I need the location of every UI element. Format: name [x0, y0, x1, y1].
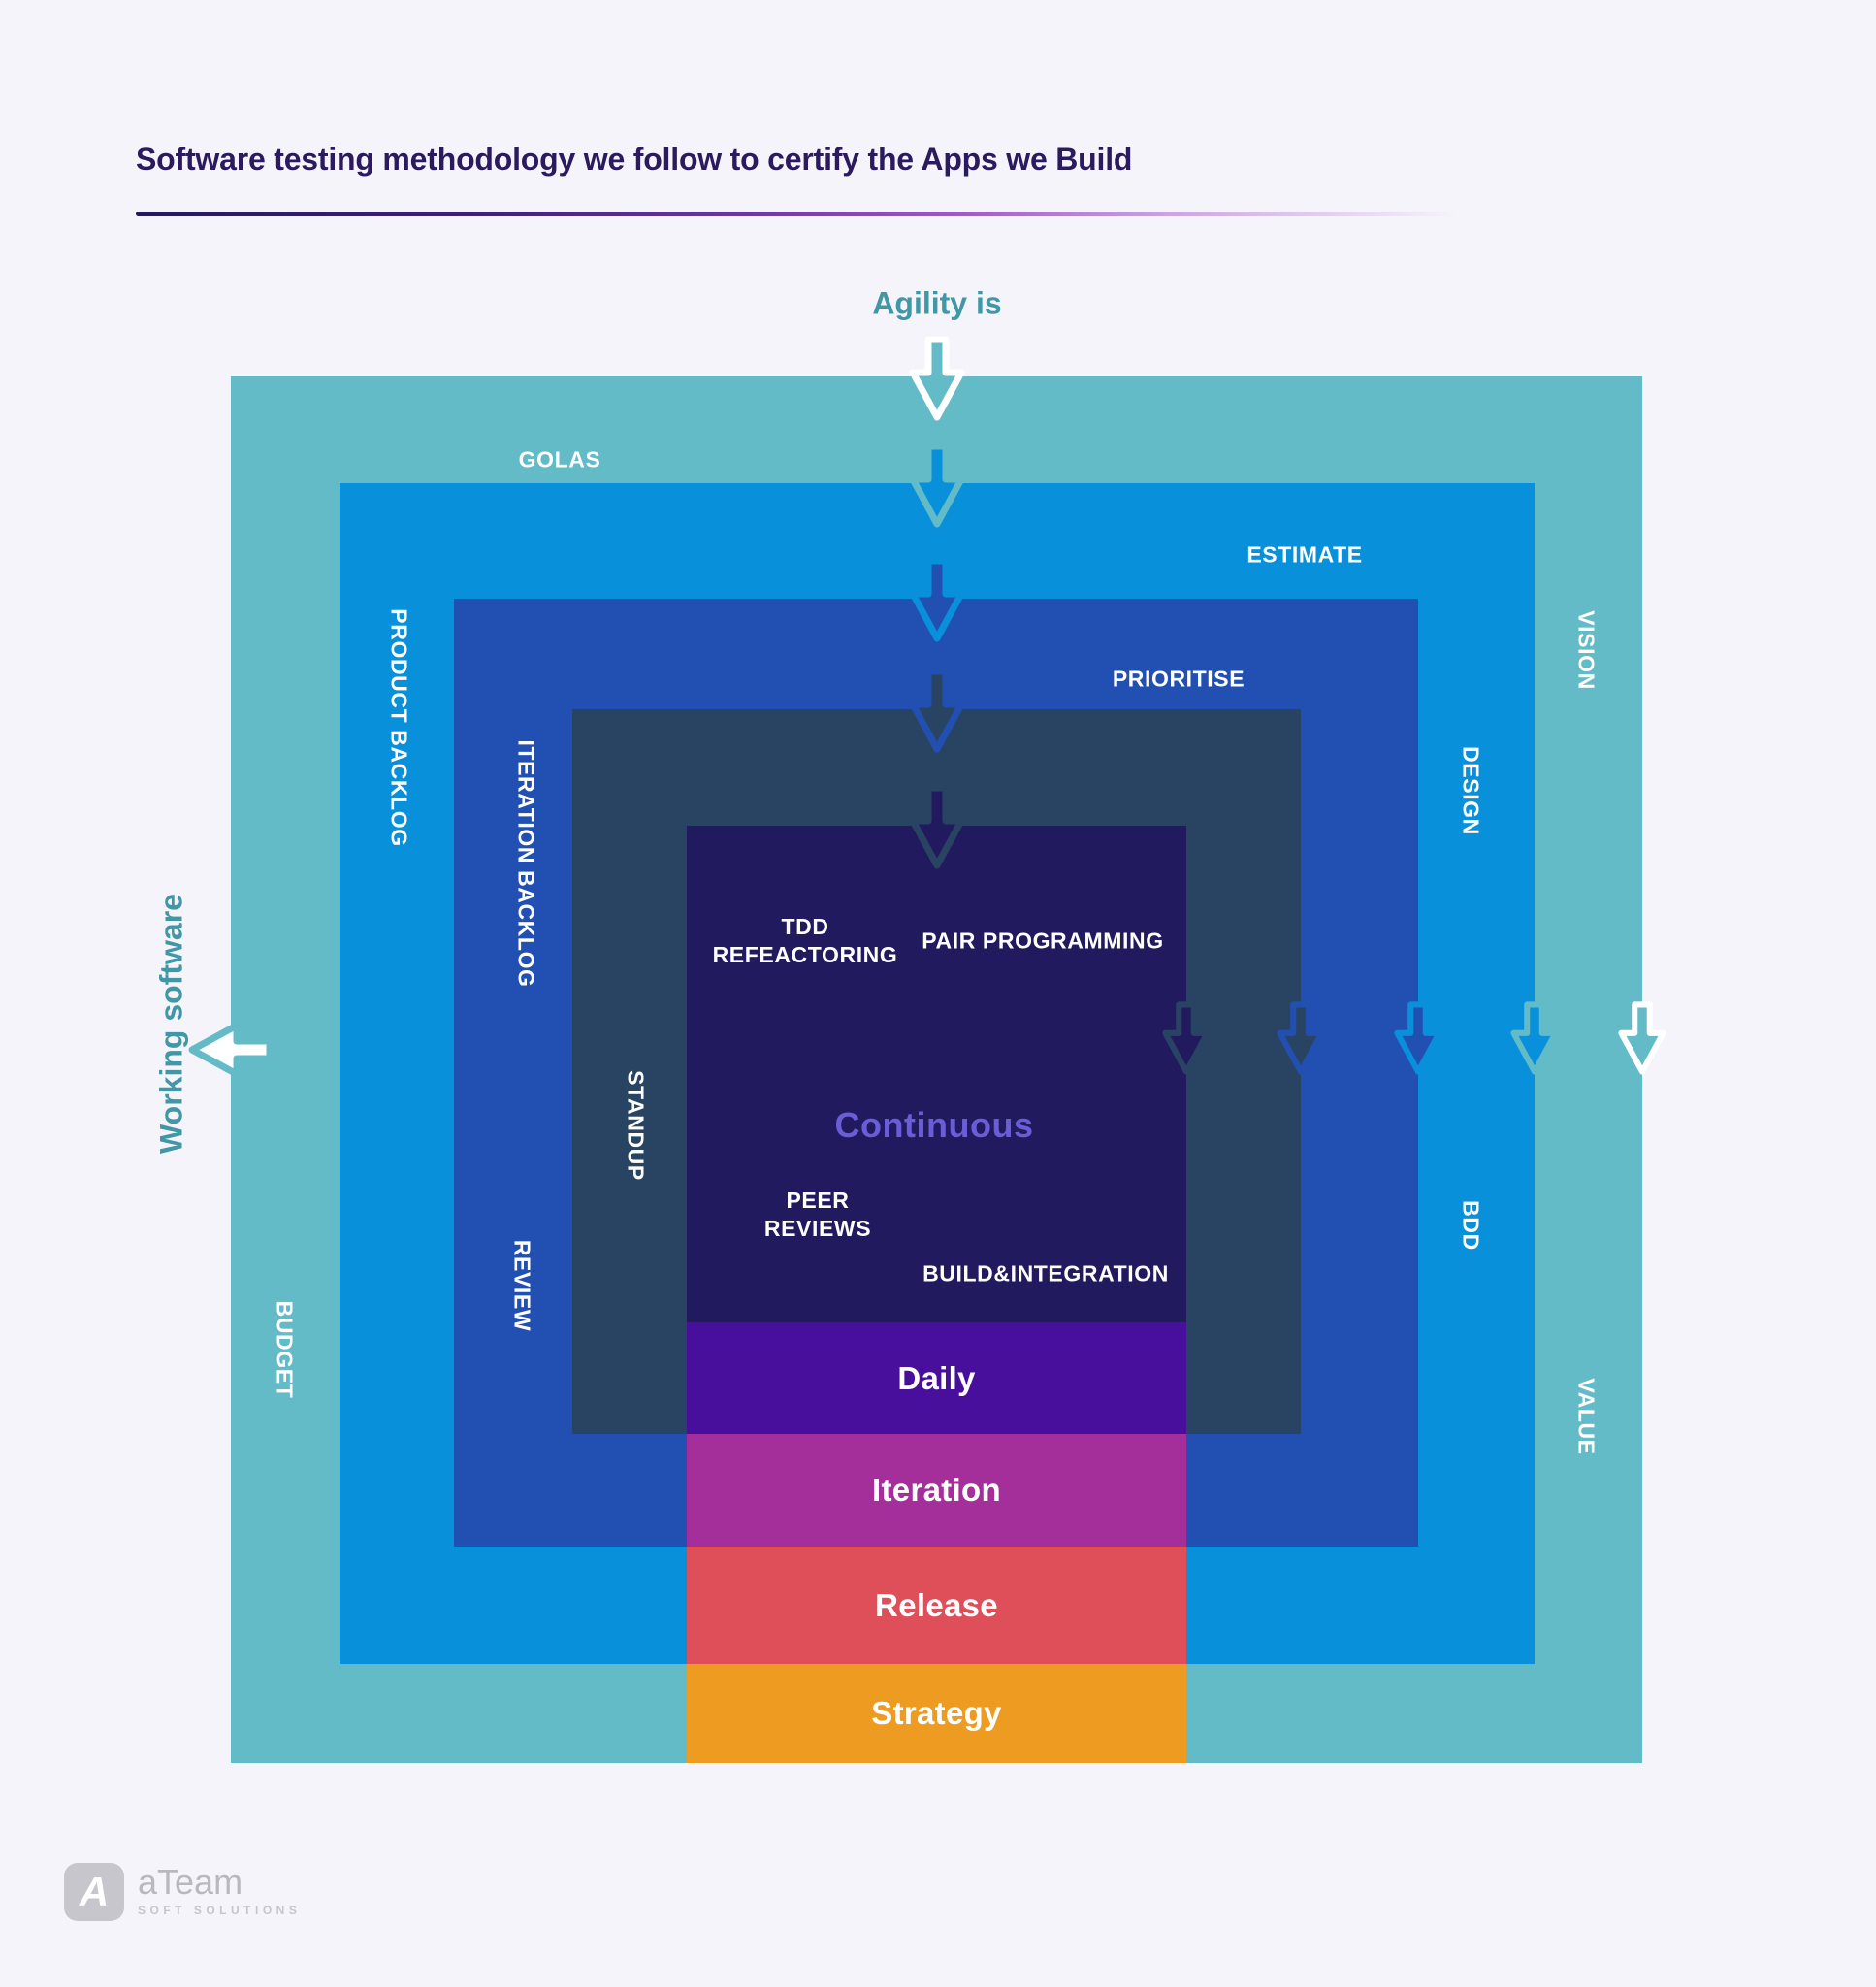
arrow-down-right-blue-icon: [1510, 1001, 1559, 1075]
label-prioritise: PRIORITISE: [1112, 666, 1245, 692]
logo-name: aTeam: [138, 1862, 243, 1902]
label-design: DESIGN: [1458, 746, 1484, 835]
arrow-down-into-continuous-icon: [909, 784, 965, 869]
arrow-down-into-prioritise-icon: [909, 557, 965, 642]
band-strategy: Strategy: [687, 1664, 1186, 1763]
band-daily: Daily: [687, 1322, 1186, 1434]
label-iteration-backlog: ITERATION BACKLOG: [513, 739, 539, 988]
label-standup: STANDUP: [623, 1070, 649, 1181]
arrow-left-working-software-icon: [188, 1022, 274, 1078]
arrow-down-right-slate-icon: [1277, 1001, 1325, 1075]
title-underline: [136, 212, 1513, 216]
arrow-down-right-darkblue-icon: [1394, 1001, 1442, 1075]
agility-label: Agility is: [872, 285, 1002, 321]
arrow-down-into-goals-icon: [909, 336, 965, 421]
label-peer-reviews: PEER REVIEWS: [764, 1187, 871, 1243]
band-strategy-label: Strategy: [871, 1695, 1002, 1731]
arrow-down-into-standup-icon: [909, 668, 965, 753]
working-software-label: Working software: [153, 894, 189, 1154]
label-peer-line1: PEER: [786, 1188, 850, 1213]
label-vision: VISION: [1573, 610, 1600, 690]
arrow-down-right-teal-icon: [1618, 1001, 1666, 1075]
label-tdd-refactoring: TDD REFEACTORING: [713, 913, 898, 969]
label-review: REVIEW: [509, 1239, 535, 1332]
band-iteration: Iteration: [687, 1434, 1186, 1547]
page-title: Software testing methodology we follow t…: [136, 142, 1133, 177]
label-build-integration: BUILD&INTEGRATION: [922, 1260, 1169, 1287]
logo-tagline: SOFT SOLUTIONS: [138, 1904, 302, 1917]
label-budget: BUDGET: [272, 1300, 298, 1399]
label-goals: GOLAS: [518, 446, 601, 472]
logo: A aTeam SOFT SOLUTIONS: [64, 1863, 301, 1921]
label-product-backlog: PRODUCT BACKLOG: [386, 608, 412, 847]
band-release: Release: [687, 1547, 1186, 1664]
label-pair-programming: PAIR PROGRAMMING: [922, 928, 1164, 954]
label-bdd: BDD: [1458, 1200, 1484, 1251]
band-release-label: Release: [875, 1586, 998, 1623]
band-iteration-label: Iteration: [872, 1472, 1001, 1508]
arrow-down-right-navy-icon: [1162, 1001, 1211, 1075]
label-estimate: ESTIMATE: [1246, 541, 1363, 568]
logo-monogram-icon: A: [64, 1863, 124, 1921]
arrow-down-into-estimate-icon: [909, 442, 965, 528]
label-peer-line2: REVIEWS: [763, 1216, 872, 1241]
label-continuous: Continuous: [834, 1105, 1034, 1145]
label-tdd-line1: TDD: [781, 914, 829, 939]
label-value: VALUE: [1573, 1378, 1600, 1455]
continuous-square: [687, 826, 1186, 1322]
band-daily-label: Daily: [897, 1359, 976, 1396]
label-tdd-line2: REFEACTORING: [712, 942, 898, 967]
